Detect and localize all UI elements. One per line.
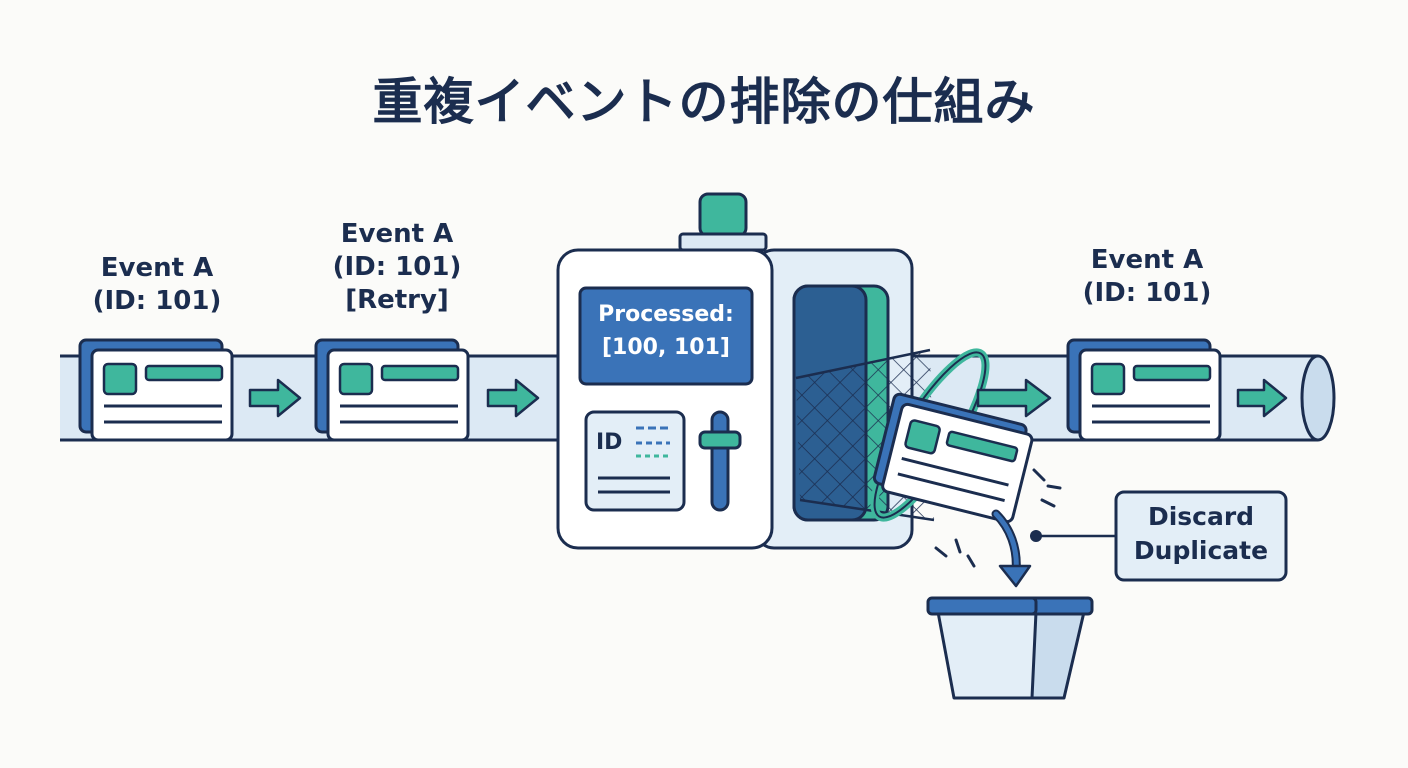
processed-screen (578, 286, 754, 386)
flow-arrow-1 (248, 378, 302, 418)
id-label: ID (596, 430, 623, 455)
discard-arrow (991, 509, 1032, 588)
flow-arrow-2 (486, 378, 540, 418)
event-card-2 (314, 338, 470, 442)
event-label-3: Event A (ID: 101) (1082, 245, 1212, 308)
discard-bin (926, 596, 1094, 700)
rejected-event-card (872, 392, 1034, 524)
slider-track (710, 410, 730, 512)
slider-knob (698, 430, 742, 450)
impact-sparks (934, 468, 1062, 568)
flow-arrow-3 (976, 378, 1052, 418)
discard-label: Discard Duplicate (1133, 502, 1269, 565)
event-label-2: Event A (ID: 101) [Retry] (332, 219, 462, 315)
diagram-title: 重複イベントの排除の仕組み (372, 73, 1036, 131)
flow-arrow-4 (1236, 378, 1288, 418)
discard-callout-box (1114, 490, 1288, 582)
event-card-3 (1066, 338, 1222, 442)
event-card-1 (78, 338, 234, 442)
processed-ids-text: Processed: [100, 101] (598, 302, 734, 360)
id-panel (584, 410, 686, 512)
discard-callout-connector (1030, 530, 1116, 542)
event-label-1: Event A (ID: 101) (92, 253, 222, 316)
